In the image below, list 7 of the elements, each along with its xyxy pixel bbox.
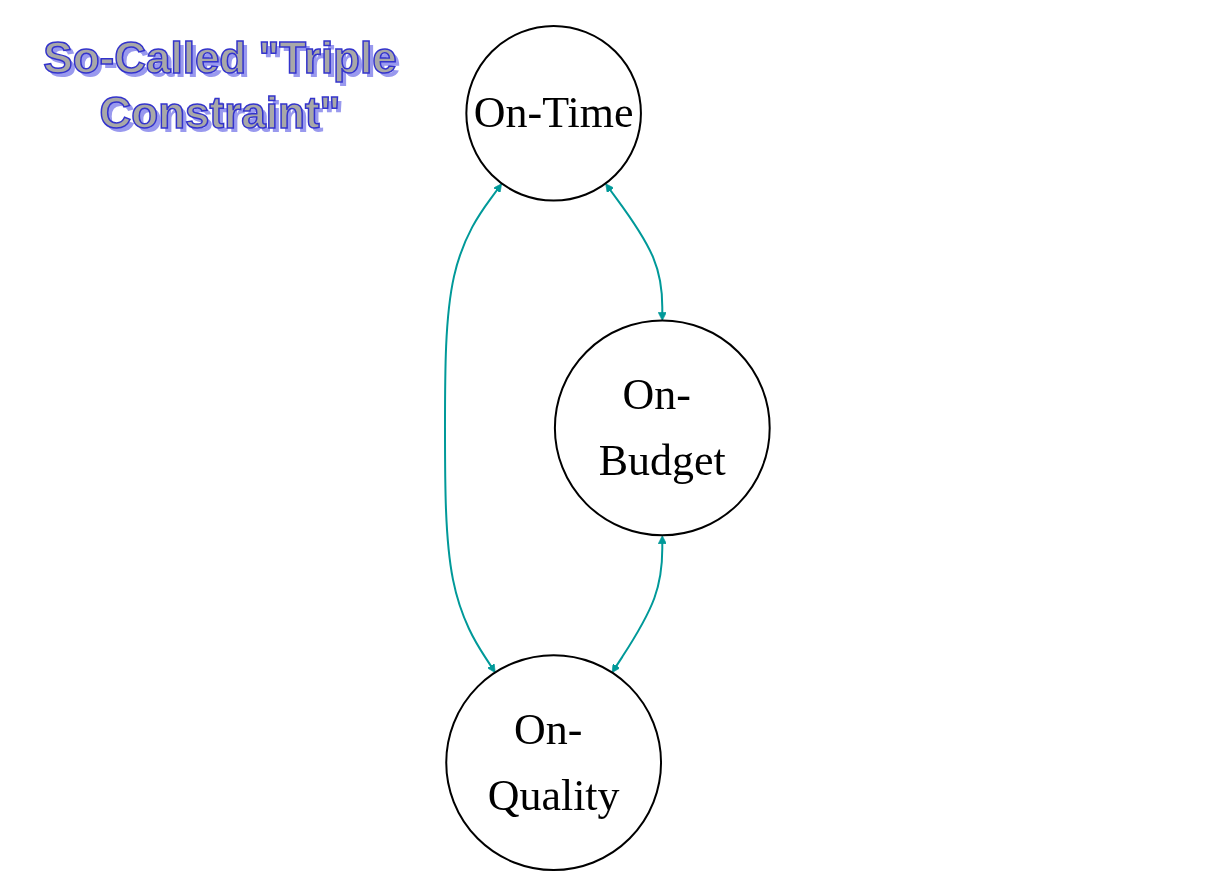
node-circle: On- Quality xyxy=(445,653,663,871)
arrow xyxy=(444,182,503,673)
node-circle: On- Budget xyxy=(554,319,771,536)
watermark-title: So-Called "Triple Constraint" xyxy=(42,32,398,139)
arrow xyxy=(611,534,667,673)
arrow xyxy=(605,182,667,321)
node-circle: On-Time xyxy=(465,24,643,202)
